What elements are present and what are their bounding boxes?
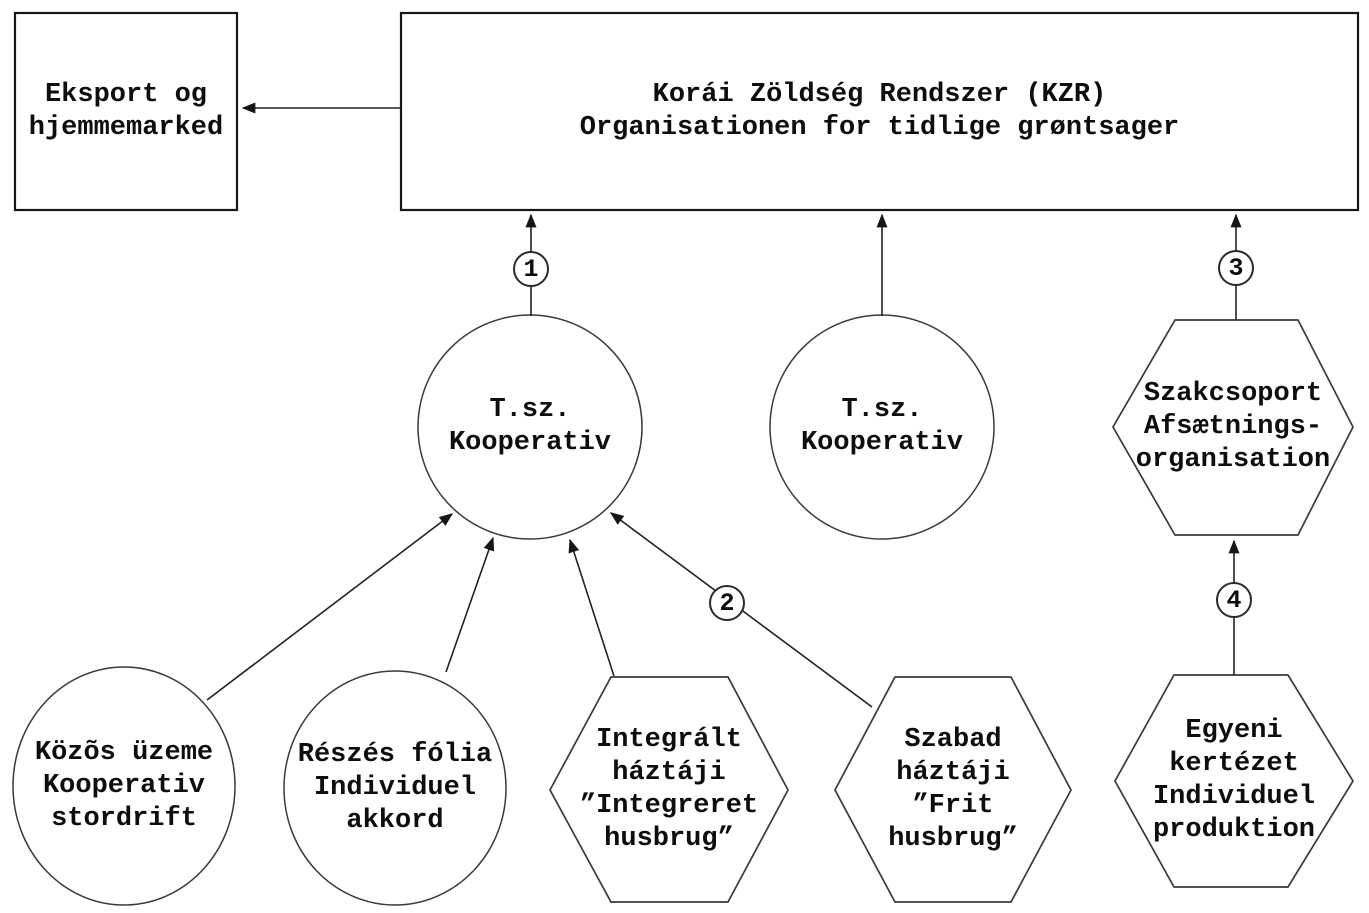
badge-2: 2 bbox=[709, 585, 745, 621]
tsz-kooperativ-1-label: T.sz. Kooperativ bbox=[448, 395, 612, 458]
arrow-integralt-to-tsz1 bbox=[568, 538, 615, 677]
kzr-box-shape bbox=[399, 11, 1360, 212]
export-box-shape bbox=[13, 11, 239, 212]
egyeni-hex-shape bbox=[1114, 674, 1354, 888]
arrow-kozos-to-tsz1 bbox=[206, 513, 454, 701]
tsz-kooperativ-2-label: T.sz. Kooperativ bbox=[800, 395, 964, 458]
export-box-label: Eksport og hjemmemarked bbox=[28, 79, 224, 143]
szabad-hex-shape bbox=[834, 676, 1072, 903]
tsz-kooperativ-1-shape bbox=[417, 314, 643, 540]
kzr-box-label: Korái Zöldség Rendszer (KZR) Organisatio… bbox=[579, 79, 1180, 143]
reszes-circle-label: Részés fólia Individuel akkord bbox=[297, 739, 493, 836]
egyeni-hex-label: Egyeni kertézet Individuel produktion bbox=[1152, 716, 1316, 845]
badge-4: 4 bbox=[1216, 582, 1252, 618]
badge-1: 1 bbox=[513, 251, 549, 287]
badge-3: 3 bbox=[1218, 250, 1254, 286]
integralt-hex-shape bbox=[549, 676, 789, 903]
szakcsoport-hex-label: Szakcsoport Afsætnings- organisation bbox=[1135, 379, 1331, 475]
integralt-hex-label: Integrált háztáji ”Integreret husbrug” bbox=[579, 724, 759, 854]
reszes-circle-shape bbox=[283, 670, 507, 906]
kozos-circle-shape bbox=[12, 666, 236, 906]
szakcsoport-hex-shape bbox=[1112, 319, 1354, 536]
kozos-circle-label: Közõs üzeme Kooperativ stordrift bbox=[34, 737, 214, 834]
szabad-hex-label: Szabad háztáji ”Frit husbrug” bbox=[888, 724, 1018, 854]
arrow-reszes-to-tsz1 bbox=[445, 536, 495, 673]
